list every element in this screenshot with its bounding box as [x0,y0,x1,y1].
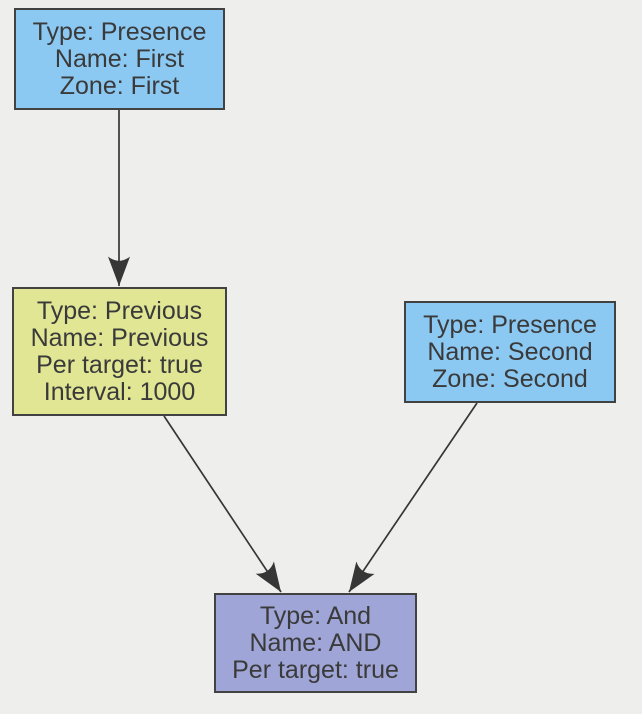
node-line: Per target: true [36,350,203,379]
node-line: Zone: First [59,71,180,100]
node-line: Name: Previous [30,323,209,352]
node-line: Name: AND [249,628,382,657]
node-line: Per target: true [232,655,399,684]
node-line: Type: Previous [36,296,203,325]
edge-second-to-and [348,402,478,593]
node-line: Interval: 1000 [43,377,196,406]
node-line: Zone: Second [432,364,588,393]
node-line: Name: First [54,44,185,73]
node-line: Type: Presence [423,310,597,339]
node-presence-second[interactable]: Type: Presence Name: Second Zone: Second [404,301,616,403]
node-and[interactable]: Type: And Name: AND Per target: true [214,593,417,693]
edge-previous-to-and [163,415,282,593]
node-presence-first[interactable]: Type: Presence Name: First Zone: First [14,8,225,110]
node-line: Type: And [259,601,372,630]
node-previous[interactable]: Type: Previous Name: Previous Per target… [12,287,227,416]
node-line: Name: Second [427,337,593,366]
node-line: Type: Presence [32,17,207,46]
